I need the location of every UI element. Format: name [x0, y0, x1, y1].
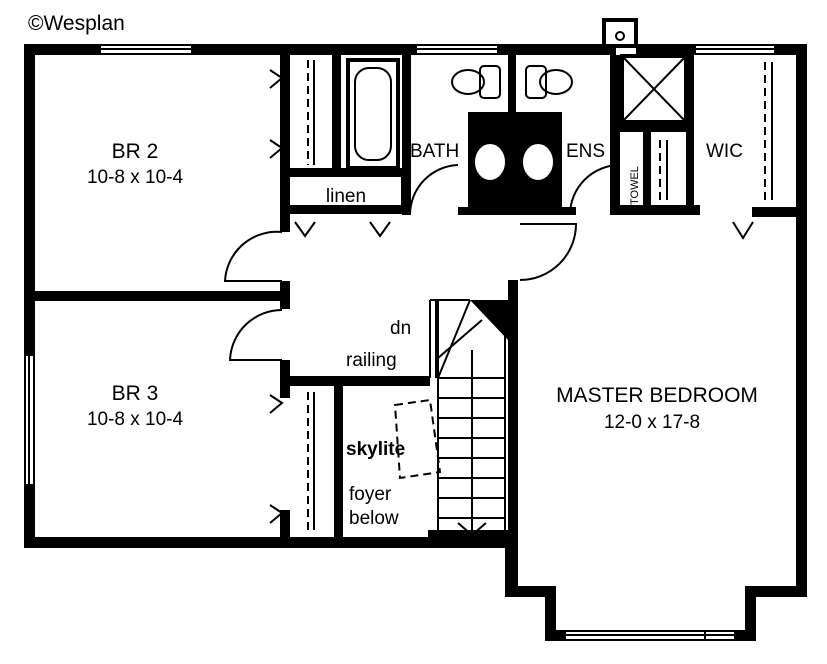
- room-labels: BR 2 10-8 x 10-4 BR 3 10-8 x 10-4 MASTER…: [87, 140, 758, 529]
- br3-name: BR 3: [112, 382, 159, 405]
- master-bedroom-name: MASTER BEDROOM: [556, 384, 758, 407]
- foyer-label: foyer: [349, 484, 392, 505]
- door-swings: [223, 164, 621, 361]
- staircase: [393, 299, 508, 537]
- bath-fixtures: [346, 54, 688, 207]
- copyright-label: ©Wesplan: [28, 12, 125, 35]
- closet-details: [269, 60, 773, 530]
- linen-label: linen: [326, 186, 366, 207]
- dn-label: dn: [390, 318, 411, 339]
- br2-name: BR 2: [112, 140, 159, 163]
- ens-label: ENS: [566, 141, 605, 162]
- br3-dims: 10-8 x 10-4: [87, 409, 184, 430]
- interior-walls: [24, 55, 806, 597]
- bath-label: BATH: [410, 141, 459, 162]
- master-bedroom-dims: 12-0 x 17-8: [604, 412, 700, 433]
- railing-label: railing: [346, 350, 397, 371]
- br2-dims: 10-8 x 10-4: [87, 167, 184, 188]
- below-label: below: [349, 508, 399, 529]
- wic-label: WIC: [706, 141, 743, 162]
- skylite-label: skylite: [346, 439, 405, 460]
- towel-label: TOWEL: [629, 166, 641, 205]
